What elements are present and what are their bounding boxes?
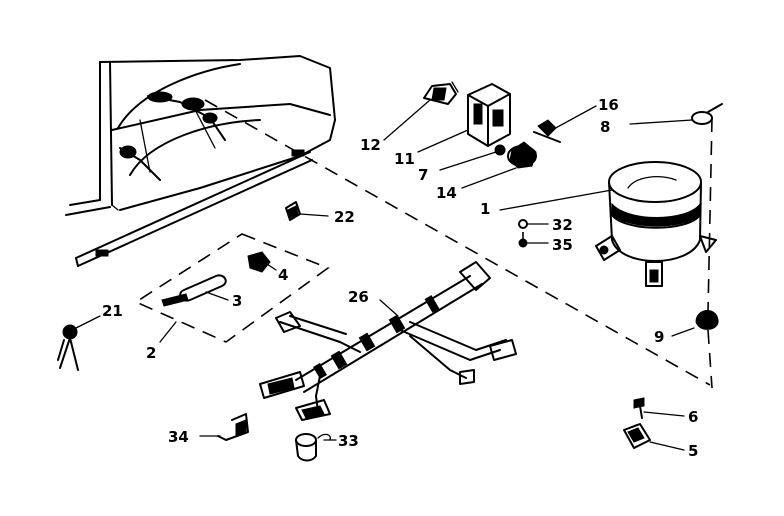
part-14-overload [461, 141, 537, 189]
part-33-cap [295, 433, 337, 462]
guide-line [707, 329, 713, 389]
part-2-leader [159, 321, 177, 343]
callout-12: 12 [360, 136, 381, 154]
part-22-clip [285, 201, 329, 221]
part-9-grommet [671, 310, 719, 337]
callout-7: 7 [418, 166, 428, 184]
callout-9: 9 [654, 328, 664, 346]
callout-26: 26 [348, 288, 369, 306]
callout-32: 32 [552, 216, 573, 234]
part-34-bracket [199, 413, 249, 441]
part-4-cap [247, 251, 277, 273]
part-3-drier [161, 274, 229, 307]
part-12-clip [383, 81, 459, 141]
part-7-grommet [439, 144, 506, 171]
callout-11: 11 [394, 150, 415, 168]
callout-1: 1 [480, 200, 490, 218]
callout-2: 2 [146, 344, 156, 362]
kit-outline [134, 233, 330, 343]
part-1-compressor [499, 161, 717, 287]
callout-3: 3 [232, 292, 242, 310]
part-35-washer [518, 238, 549, 248]
part-6-screw [633, 397, 685, 419]
callout-21: 21 [102, 302, 123, 320]
callout-8: 8 [600, 118, 610, 136]
callout-4: 4 [278, 266, 288, 284]
part-11-relay [417, 83, 511, 153]
guide-line [707, 117, 713, 313]
callout-35: 35 [552, 236, 573, 254]
part-26-harness [259, 261, 517, 421]
callout-34: 34 [168, 428, 189, 446]
callout-33: 33 [338, 432, 359, 450]
callout-6: 6 [688, 408, 698, 426]
callout-16: 16 [598, 96, 619, 114]
part-16-clip [533, 105, 597, 143]
callout-5: 5 [688, 442, 698, 460]
callout-14: 14 [436, 184, 457, 202]
guide-line [204, 99, 711, 386]
cabinet-base [65, 55, 336, 267]
part-21-tool [57, 315, 101, 371]
part-5-clamp [623, 423, 685, 451]
callout-22: 22 [334, 208, 355, 226]
part-32-screw [518, 219, 549, 229]
part-8-clip [629, 103, 723, 125]
